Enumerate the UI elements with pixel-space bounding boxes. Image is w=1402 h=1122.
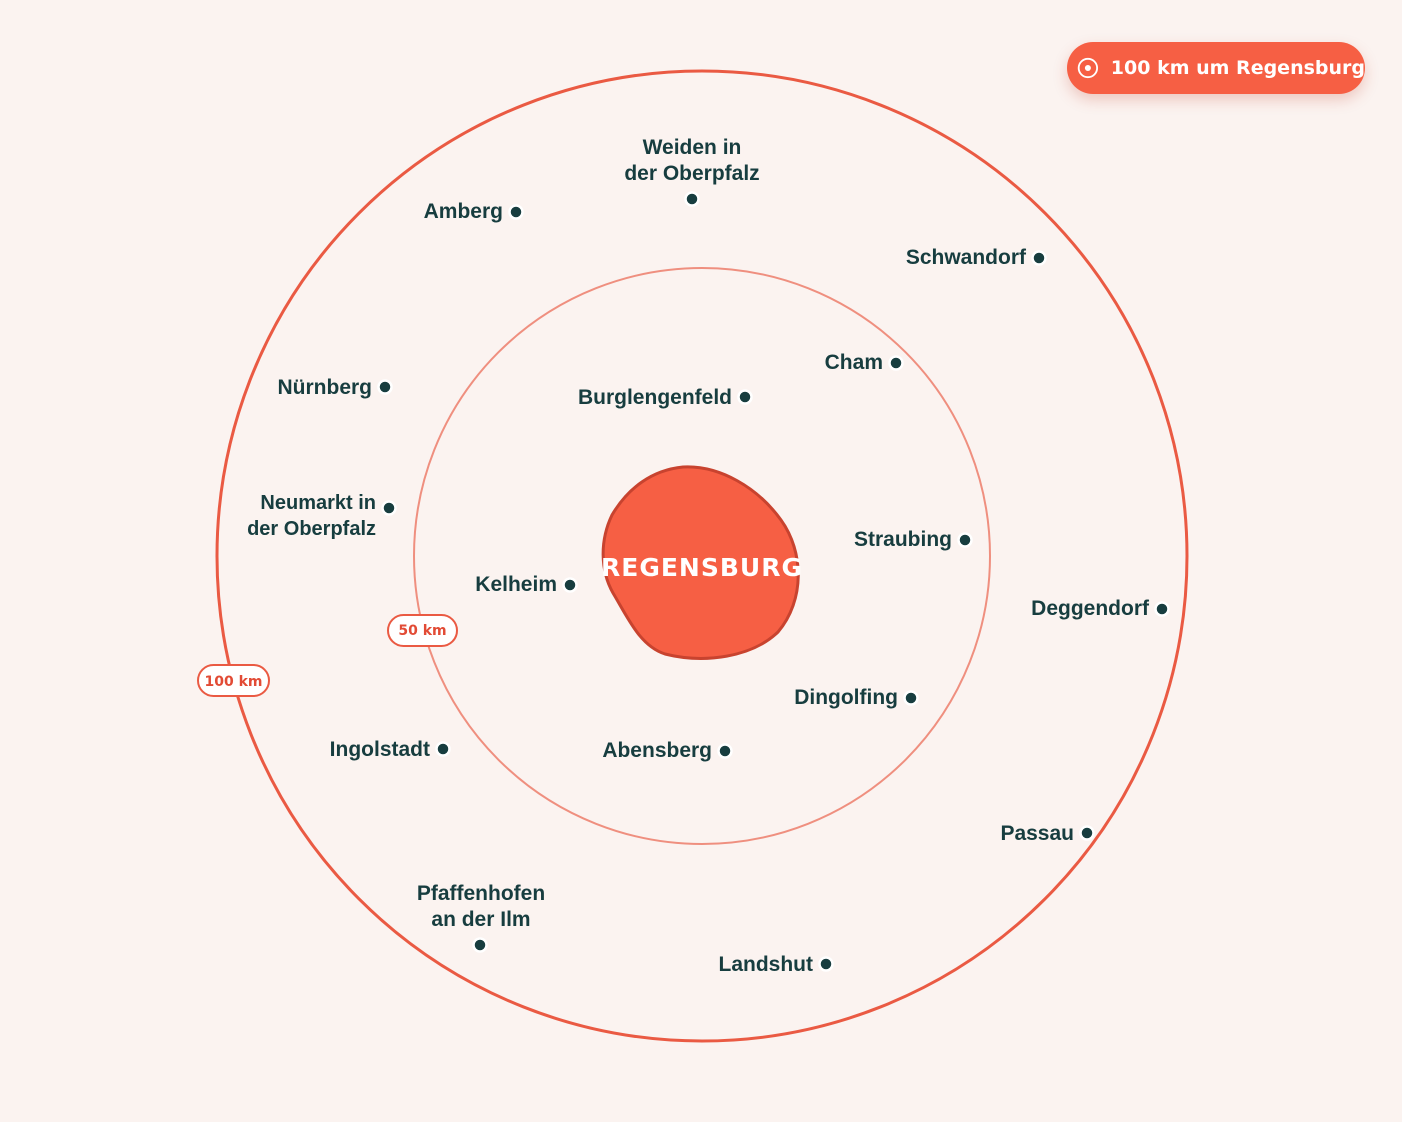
city-label: Weiden in der Oberpfalz xyxy=(624,136,759,185)
city-straubing[interactable]: Straubing xyxy=(851,525,973,554)
city-marker-dot[interactable] xyxy=(472,937,488,953)
ring-tag-100km: 100 km xyxy=(197,664,270,697)
city-abensberg[interactable]: Abensberg xyxy=(599,736,733,765)
city-weiden-in-der-oberpfalz[interactable]: Weiden in der Oberpfalz xyxy=(621,133,763,207)
city-label-line: der Oberpfalz xyxy=(624,162,759,185)
city-marker-dot[interactable] xyxy=(1031,250,1047,266)
city-label-line: Neumarkt in xyxy=(260,492,376,514)
city-marker-dot[interactable] xyxy=(435,741,451,757)
city-marker-dot[interactable] xyxy=(888,355,904,371)
legend-label: 100 km um Regensburg xyxy=(1110,57,1365,79)
svg-text:100 km: 100 km xyxy=(205,674,263,690)
city-label: Burglengenfeld xyxy=(578,386,732,409)
target-icon xyxy=(1077,57,1099,79)
legend-badge: 100 km um Regensburg xyxy=(1067,42,1365,94)
city-marker-dot[interactable] xyxy=(377,379,393,395)
city-neumarkt-in-der-oberpfalz[interactable]: Neumarkt in der Oberpfalz xyxy=(244,489,397,543)
ring-100km xyxy=(215,69,1189,1043)
city-marker-dot[interactable] xyxy=(1079,825,1095,841)
city-marker-dot[interactable] xyxy=(717,743,733,759)
city-label: Dingolfing xyxy=(794,686,898,709)
city-label: Pfaffenhofen an der Ilm xyxy=(417,882,545,931)
ring-50km xyxy=(413,267,991,845)
city-label: Straubing xyxy=(854,528,952,551)
svg-text:50 km: 50 km xyxy=(398,623,446,639)
city-label: Abensberg xyxy=(602,739,712,762)
city-dingolfing[interactable]: Dingolfing xyxy=(791,683,919,712)
city-marker-dot[interactable] xyxy=(381,500,397,516)
city-cham[interactable]: Cham xyxy=(822,348,904,377)
city-label: Neumarkt in der Oberpfalz xyxy=(247,492,376,540)
city-label-line: Pfaffenhofen xyxy=(417,882,545,905)
city-label: Deggendorf xyxy=(1031,597,1150,620)
city-marker-dot[interactable] xyxy=(737,389,753,405)
city-landshut[interactable]: Landshut xyxy=(716,950,834,979)
city-label-line: der Oberpfalz xyxy=(247,518,376,540)
city-marker-dot[interactable] xyxy=(684,191,700,207)
city-label: Ingolstadt xyxy=(330,738,430,761)
city-label: Amberg xyxy=(424,200,503,223)
city-marker-dot[interactable] xyxy=(903,690,919,706)
city-ingolstadt[interactable]: Ingolstadt xyxy=(327,735,451,764)
city-label: Passau xyxy=(1000,822,1074,845)
city-pfaffenhofen-an-der-ilm[interactable]: Pfaffenhofen an der Ilm xyxy=(414,879,548,953)
city-schwandorf[interactable]: Schwandorf xyxy=(903,243,1047,272)
city-burglengenfeld[interactable]: Burglengenfeld xyxy=(575,383,753,412)
regensburg-area[interactable] xyxy=(601,465,800,660)
city-passau[interactable]: Passau xyxy=(997,819,1095,848)
city-label: Nürnberg xyxy=(278,376,373,399)
city-marker-dot[interactable] xyxy=(562,577,578,593)
city-marker-dot[interactable] xyxy=(1154,601,1170,617)
city-marker-dot[interactable] xyxy=(508,204,524,220)
city-label: Landshut xyxy=(719,953,814,976)
city-amberg[interactable]: Amberg xyxy=(421,197,524,226)
ring-tag-50km: 50 km xyxy=(387,614,458,647)
city-marker-dot[interactable] xyxy=(818,956,834,972)
city-label-line: Weiden in xyxy=(643,136,742,159)
city-kelheim[interactable]: Kelheim xyxy=(472,570,578,599)
center-city-label: REGENSBURG xyxy=(601,553,803,582)
city-marker-dot[interactable] xyxy=(957,532,973,548)
city-label: Schwandorf xyxy=(906,246,1027,269)
city-label-line: an der Ilm xyxy=(431,908,530,931)
city-label: Cham xyxy=(825,351,883,374)
city-deggendorf[interactable]: Deggendorf xyxy=(1028,594,1170,623)
city-label: Kelheim xyxy=(475,573,557,596)
city-nuernberg[interactable]: Nürnberg xyxy=(275,373,393,402)
